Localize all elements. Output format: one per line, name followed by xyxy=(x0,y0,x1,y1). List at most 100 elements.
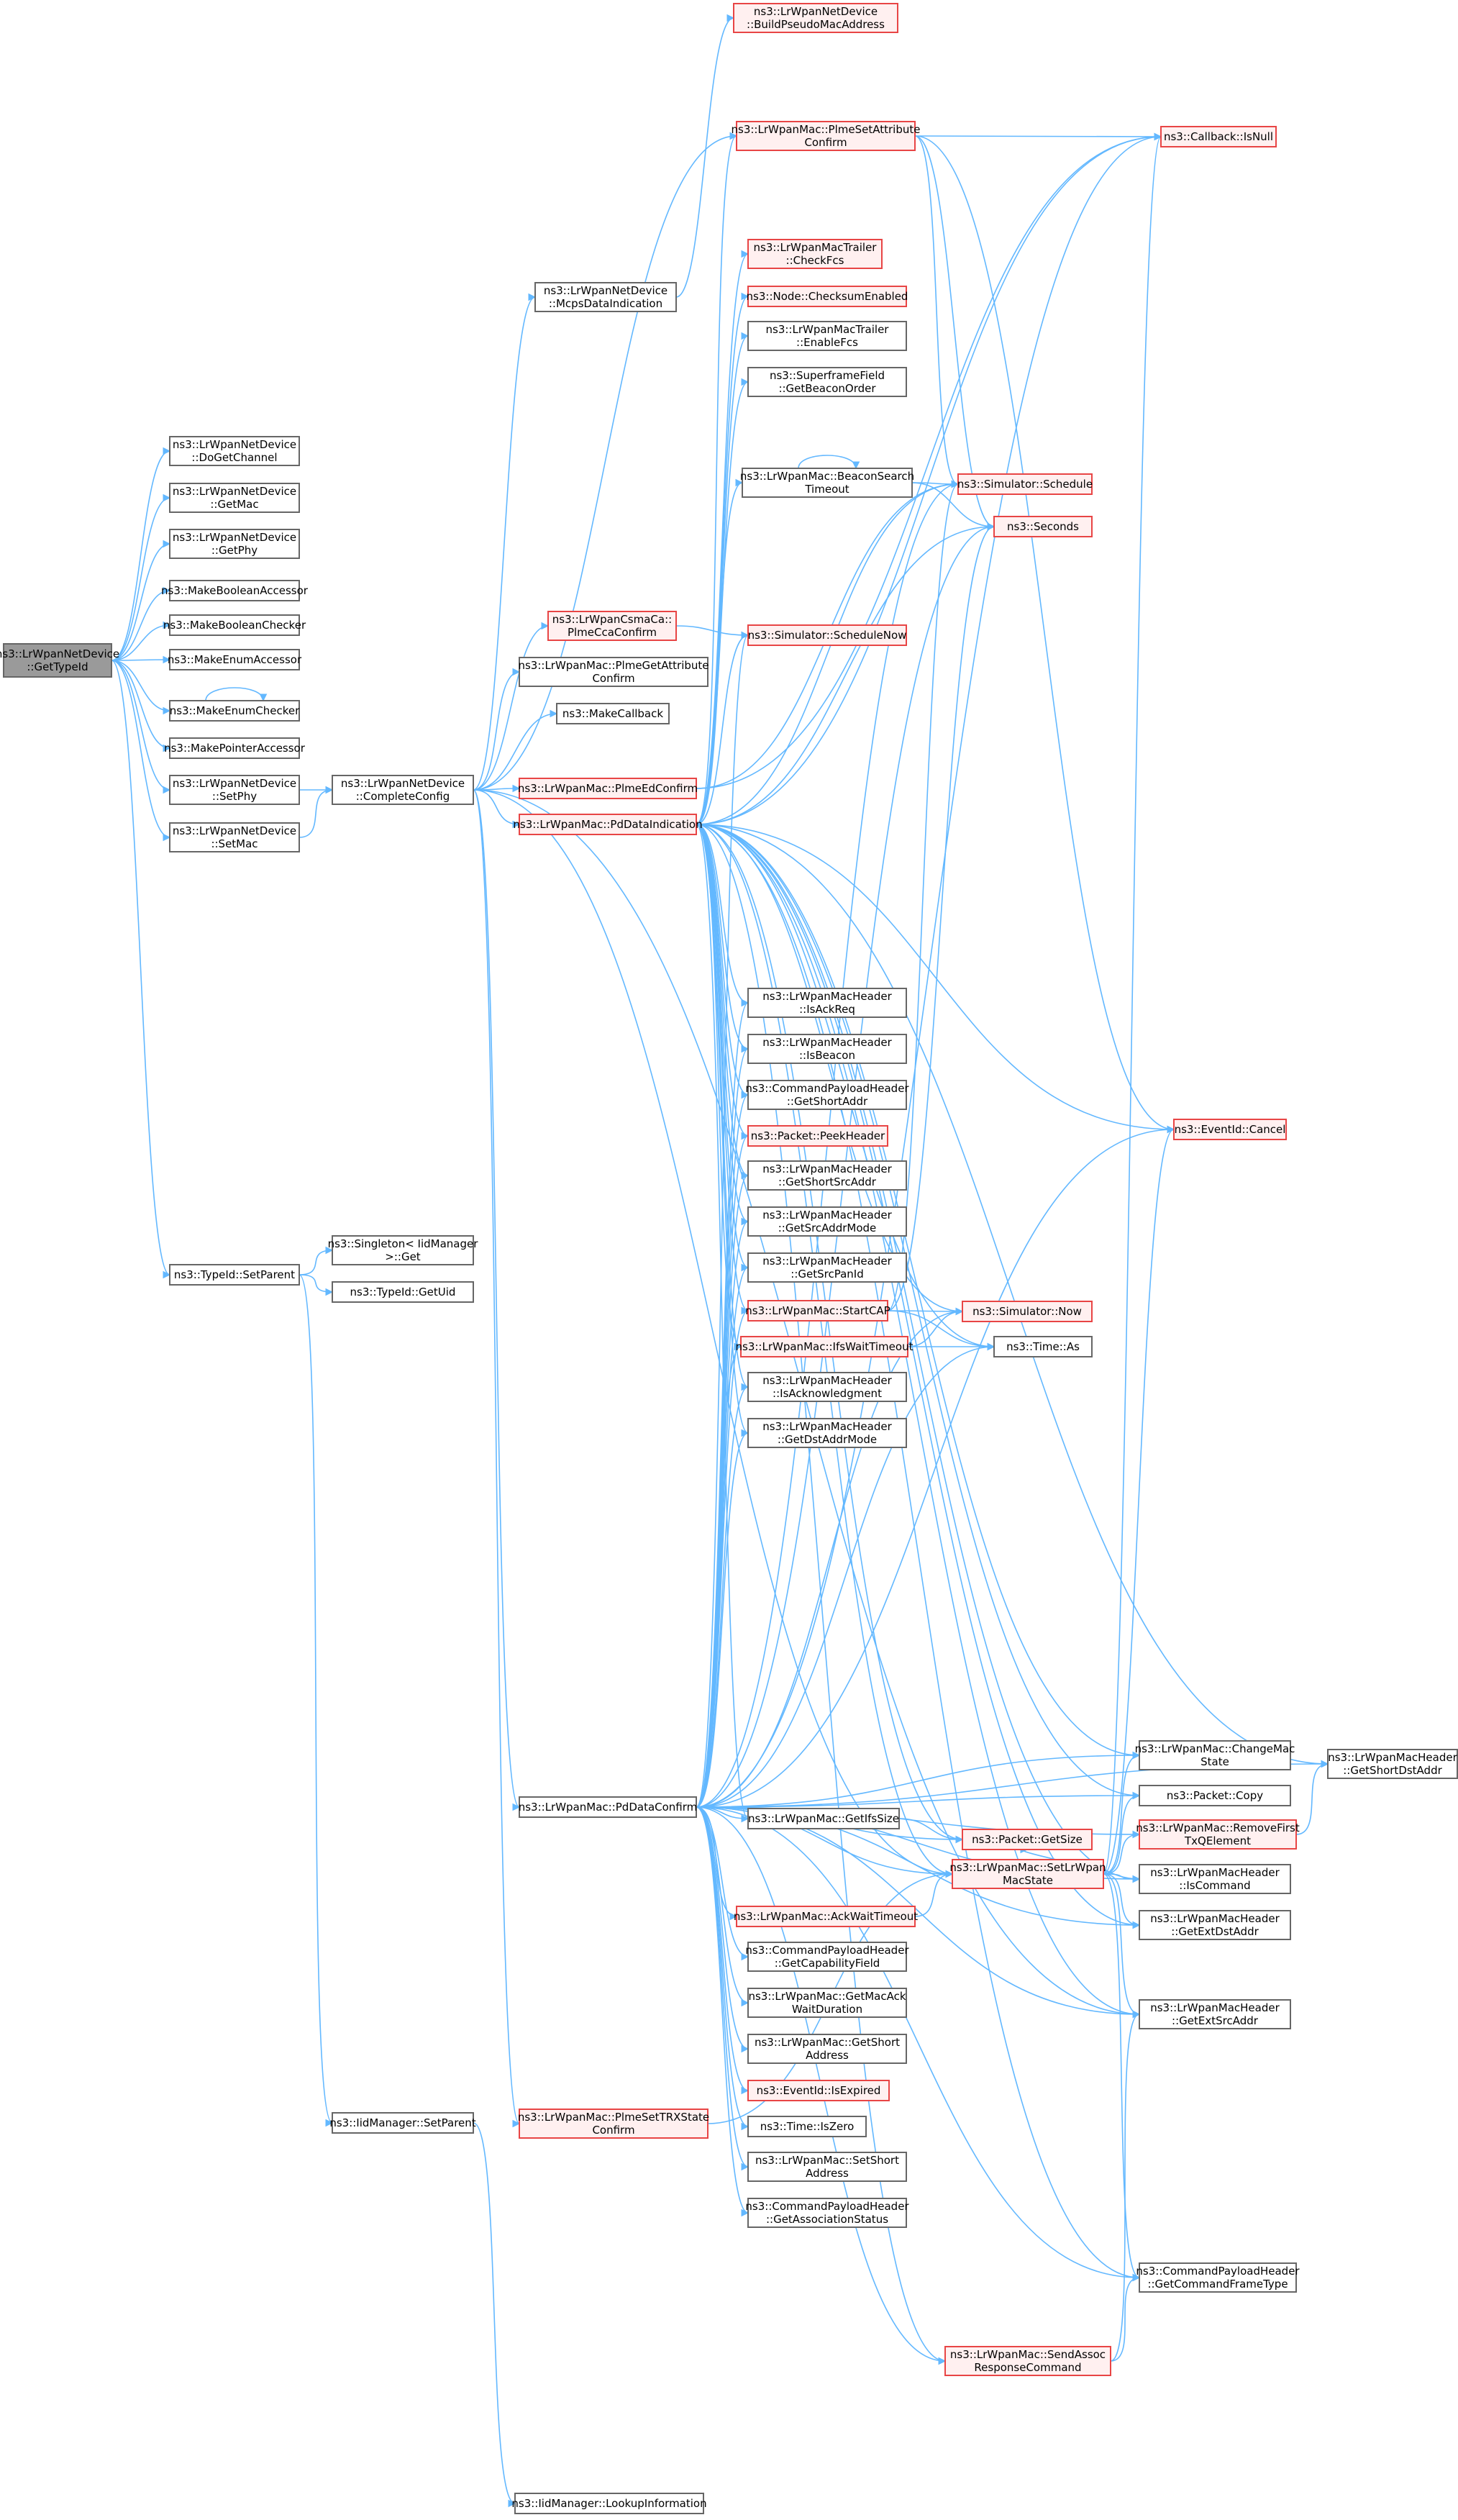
node-label: Timeout xyxy=(804,483,849,496)
node-box xyxy=(1327,1749,1458,1779)
node-setphy[interactable]: ns3::LrWpanNetDevice::SetPhy xyxy=(169,775,300,805)
edge-acktimeout-to-setlrwpanmacstate xyxy=(914,1870,954,1917)
node-gettypeid[interactable]: ns3::LrWpanNetDevice::GetTypeId xyxy=(0,643,119,678)
node-getextdstaddr[interactable]: ns3::LrWpanMacHeader::GetExtDstAddr xyxy=(1139,1910,1291,1940)
node-getcmdframetype[interactable]: ns3::CommandPayloadHeader::GetCommandFra… xyxy=(1136,2262,1300,2293)
node-lookupinformation[interactable]: ns3::IidManager::LookupInformation xyxy=(511,2493,707,2514)
node-box xyxy=(1139,1999,1291,2029)
edge-pddataindication-to-getshortdstaddr xyxy=(696,824,1329,1768)
node-iscommand[interactable]: ns3::LrWpanMacHeader::IsCommand xyxy=(1139,1864,1291,1894)
node-eventcancel[interactable]: ns3::EventId::Cancel xyxy=(1173,1119,1287,1140)
node-makecallback[interactable]: ns3::MakeCallback xyxy=(556,703,670,724)
node-box xyxy=(519,814,697,835)
node-typeidgetuid[interactable]: ns3::TypeId::GetUid xyxy=(332,1281,474,1303)
node-mcpsdataindication[interactable]: ns3::LrWpanNetDevice::McpsDataIndication xyxy=(534,282,677,312)
node-typeidsetparent[interactable]: ns3::TypeId::SetParent xyxy=(169,1264,300,1286)
node-pddataconfirm[interactable]: ns3::LrWpanMac::PdDataConfirm xyxy=(519,1796,698,1818)
node-ifswaittimeout[interactable]: ns3::LrWpanMac::IfsWaitTimeout xyxy=(736,1336,913,1357)
node-box xyxy=(747,1942,907,1972)
node-isacknowledgment[interactable]: ns3::LrWpanMacHeader::IsAcknowledgment xyxy=(747,1372,907,1402)
node-simnow[interactable]: ns3::Simulator::Now xyxy=(962,1301,1093,1322)
node-schedulenow[interactable]: ns3::Simulator::ScheduleNow xyxy=(747,624,907,646)
node-getbeaconorder[interactable]: ns3::SuperframeField::GetBeaconOrder xyxy=(747,367,907,397)
node-checkfcs[interactable]: ns3::LrWpanMacTrailer::CheckFcs xyxy=(747,239,883,269)
node-peekheader[interactable]: ns3::Packet::PeekHeader xyxy=(747,1125,888,1147)
node-label: ::CheckFcs xyxy=(786,254,844,267)
node-setmac[interactable]: ns3::LrWpanNetDevice::SetMac xyxy=(169,822,300,852)
node-buildpseudomac[interactable]: ns3::LrWpanNetDevice::BuildPseudoMacAddr… xyxy=(733,3,898,33)
node-label: ns3::EventId::IsExpired xyxy=(757,2084,881,2097)
node-label: ns3::Simulator::Schedule xyxy=(957,478,1093,491)
node-label: ns3::LrWpanMacHeader xyxy=(762,990,892,1003)
edge-plmeedconfirm-to-callbackisnull xyxy=(696,132,1162,789)
node-timeas[interactable]: ns3::Time::As xyxy=(993,1336,1093,1357)
node-box xyxy=(747,2116,867,2137)
edge-plmesetattr-to-callbackisnull xyxy=(914,132,1162,141)
node-makeenumaccessor[interactable]: ns3::MakeEnumAccessor xyxy=(168,649,302,670)
node-getshortsrcaddr[interactable]: ns3::LrWpanMacHeader::GetShortSrcAddr xyxy=(747,1160,907,1191)
node-label: ::EnableFcs xyxy=(796,336,858,349)
node-plmeedconfirm[interactable]: ns3::LrWpanMac::PlmeEdConfirm xyxy=(518,778,698,799)
node-box xyxy=(733,3,898,33)
node-box xyxy=(519,1796,697,1818)
node-getifssize[interactable]: ns3::LrWpanMac::GetIfsSize xyxy=(747,1808,900,1829)
node-dogetchannel[interactable]: ns3::LrWpanNetDevice::DoGetChannel xyxy=(169,436,300,466)
node-getextsrcaddr[interactable]: ns3::LrWpanMacHeader::GetExtSrcAddr xyxy=(1139,1999,1291,2029)
node-enablefcs[interactable]: ns3::LrWpanMacTrailer::EnableFcs xyxy=(747,321,907,351)
node-cmdgetshortaddr[interactable]: ns3::CommandPayloadHeader::GetShortAddr xyxy=(745,1080,909,1110)
node-isackreq[interactable]: ns3::LrWpanMacHeader::IsAckReq xyxy=(747,988,907,1018)
node-label: ns3::LrWpanMac::PlmeEdConfirm xyxy=(518,782,698,795)
node-packetgetsize[interactable]: ns3::Packet::GetSize xyxy=(962,1829,1093,1850)
edge-pddataconfirm-to-changemacstate xyxy=(696,1751,1141,1808)
node-makepointeraccessor[interactable]: ns3::MakePointerAccessor xyxy=(164,737,306,759)
node-getsrcaddrmode[interactable]: ns3::LrWpanMacHeader::GetSrcAddrMode xyxy=(747,1206,907,1237)
node-isbeacon[interactable]: ns3::LrWpanMacHeader::IsBeacon xyxy=(747,1034,907,1064)
node-checksumenabled[interactable]: ns3::Node::ChecksumEnabled xyxy=(747,286,908,307)
edge-gettypeid-to-typeidsetparent xyxy=(111,660,171,1279)
node-makeenumchecker[interactable]: ns3::MakeEnumChecker xyxy=(169,700,300,722)
node-makebooleanchecker[interactable]: ns3::MakeBooleanChecker xyxy=(163,614,306,636)
node-seconds[interactable]: ns3::Seconds xyxy=(993,516,1093,537)
node-label: ::SetMac xyxy=(211,837,258,850)
node-label: ::McpsDataIndication xyxy=(549,297,662,310)
node-label: ns3::Simulator::Now xyxy=(972,1305,1082,1318)
node-makebooleanaccessor[interactable]: ns3::MakeBooleanAccessor xyxy=(161,580,309,601)
node-startcap[interactable]: ns3::LrWpanMac::StartCAP xyxy=(745,1300,890,1322)
node-plmeccaconfirm[interactable]: ns3::LrWpanCsmaCa::PlmeCcaConfirm xyxy=(547,611,677,641)
node-callbackisnull[interactable]: ns3::Callback::IsNull xyxy=(1160,126,1277,147)
node-acktimeout[interactable]: ns3::LrWpanMac::AckWaitTimeout xyxy=(734,1906,918,1927)
node-label: ::GetPhy xyxy=(211,544,258,557)
node-packetcopy[interactable]: ns3::Packet::Copy xyxy=(1139,1785,1291,1806)
node-getdstaddrmode[interactable]: ns3::LrWpanMacHeader::GetDstAddrMode xyxy=(747,1418,907,1448)
node-getphy[interactable]: ns3::LrWpanNetDevice::GetPhy xyxy=(169,529,300,559)
node-isexpired[interactable]: ns3::EventId::IsExpired xyxy=(747,2080,890,2101)
node-getsrcpanid[interactable]: ns3::LrWpanMacHeader::GetSrcPanId xyxy=(747,1252,907,1283)
node-iszero[interactable]: ns3::Time::IsZero xyxy=(747,2116,867,2137)
edge-plmesetattr-to-eventcancel xyxy=(914,135,1175,1134)
node-iidmanagersetparent[interactable]: ns3::IidManager::SetParent xyxy=(329,2112,476,2134)
node-box xyxy=(747,239,883,269)
node-label: ns3::LrWpanNetDevice xyxy=(341,777,465,790)
node-getcapfield[interactable]: ns3::CommandPayloadHeader::GetCapability… xyxy=(745,1942,909,1972)
node-singletonget[interactable]: ns3::Singleton< IidManager>::Get xyxy=(328,1235,479,1265)
node-getshortdstaddr[interactable]: ns3::LrWpanMacHeader::GetShortDstAddr xyxy=(1327,1749,1458,1779)
node-pddataindication[interactable]: ns3::LrWpanMac::PdDataIndication xyxy=(513,814,703,835)
node-box xyxy=(952,1859,1104,1889)
node-completeconfig[interactable]: ns3::LrWpanNetDevice::CompleteConfig xyxy=(332,775,474,805)
node-getassocstatus[interactable]: ns3::CommandPayloadHeader::GetAssociatio… xyxy=(745,2198,909,2228)
node-getmac[interactable]: ns3::LrWpanNetDevice::GetMac xyxy=(169,483,300,513)
node-schedule[interactable]: ns3::Simulator::Schedule xyxy=(957,473,1093,495)
node-label: ns3::Packet::GetSize xyxy=(972,1833,1083,1846)
node-label: ns3::IidManager::SetParent xyxy=(329,2116,475,2129)
